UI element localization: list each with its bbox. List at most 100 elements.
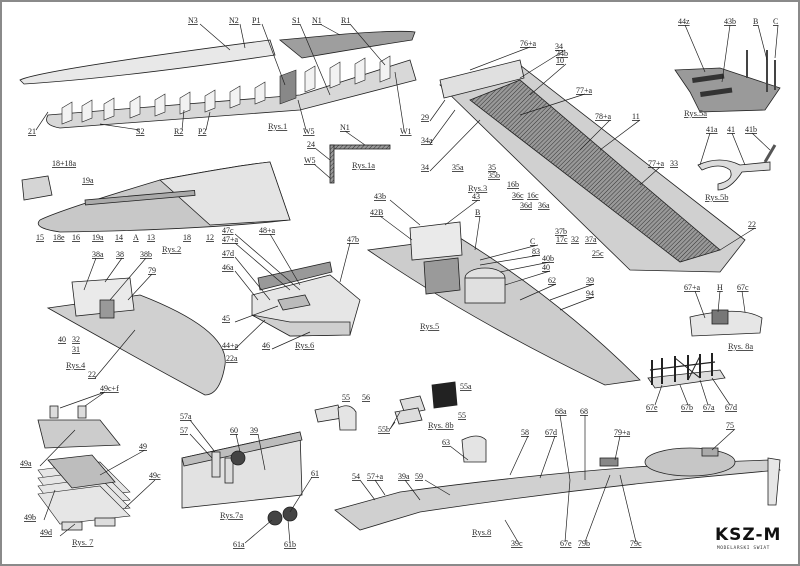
label: R2 bbox=[174, 127, 183, 136]
label: 67a bbox=[703, 403, 715, 412]
caption: Rys.6 bbox=[295, 340, 314, 350]
label: 63 bbox=[442, 438, 450, 447]
label: 40 bbox=[58, 335, 66, 344]
label: 41a bbox=[706, 125, 718, 134]
label: 61a bbox=[233, 540, 245, 549]
logo-mark: KSZ-M bbox=[715, 525, 781, 545]
figure-rys4: 38a 38 38b 79 40 32 31 22 22a Rys.4 bbox=[46, 250, 238, 396]
label: 43 bbox=[472, 192, 480, 201]
label: 45 bbox=[222, 314, 230, 323]
label: 67e bbox=[646, 403, 658, 412]
label: 29 bbox=[421, 113, 429, 122]
label: 49b bbox=[24, 513, 36, 522]
label: 13 bbox=[147, 233, 155, 242]
label: 78+a bbox=[595, 112, 612, 121]
label: 36a bbox=[538, 201, 550, 210]
label: 18 bbox=[183, 233, 191, 242]
label: N3 bbox=[188, 16, 198, 25]
label: 67d bbox=[545, 428, 557, 437]
label: 68 bbox=[580, 407, 588, 416]
label: 39a bbox=[398, 472, 410, 481]
label: 67d bbox=[725, 403, 737, 412]
figure-rys1: N3 N2 P1 S1 N1 R1 21 S2 R2 P2 W5 W1 Rys.… bbox=[19, 16, 417, 136]
label: 17c bbox=[556, 235, 568, 244]
caption: Rys.1 bbox=[268, 121, 287, 131]
label: 67c bbox=[737, 283, 749, 292]
label: 38a bbox=[92, 250, 104, 259]
label: 12 bbox=[206, 233, 214, 242]
label: 83 bbox=[532, 247, 540, 256]
label: N2 bbox=[229, 16, 239, 25]
label: 67b bbox=[681, 403, 693, 412]
label: 47d bbox=[222, 249, 234, 258]
label: 39c bbox=[511, 539, 523, 548]
figure-railing: 67e 67b 67a 67d bbox=[646, 353, 737, 412]
label: 54 bbox=[352, 472, 360, 481]
label: A bbox=[133, 233, 139, 242]
label: 16 bbox=[72, 233, 80, 242]
label: 43b bbox=[724, 17, 736, 26]
label: 37a bbox=[585, 235, 597, 244]
label: 19a bbox=[82, 176, 94, 185]
label: 48+a bbox=[259, 226, 276, 235]
label: 56 bbox=[362, 393, 370, 402]
logo-subtitle: MODELARSKI SWIAT bbox=[717, 545, 770, 551]
label: C bbox=[530, 237, 535, 246]
caption: Rys. 7 bbox=[72, 537, 93, 547]
figure-rys1a: N1 24 W5 Rys.1a bbox=[304, 123, 391, 184]
label: 61b bbox=[284, 540, 296, 549]
bulkheads bbox=[61, 55, 391, 125]
label: 22a bbox=[226, 354, 238, 363]
label: W5 bbox=[303, 127, 315, 136]
label: 22 bbox=[748, 220, 756, 229]
label: 18+18a bbox=[52, 159, 77, 168]
label: 57a bbox=[180, 412, 192, 421]
label: 41b bbox=[745, 125, 757, 134]
label: 67e bbox=[560, 539, 572, 548]
label: C bbox=[773, 17, 778, 26]
label: 67+a bbox=[684, 283, 701, 292]
label: 38b bbox=[140, 250, 152, 259]
label: 40 bbox=[542, 263, 550, 272]
label: 14 bbox=[115, 233, 123, 242]
caption: Rys.5b bbox=[705, 192, 729, 202]
label: B bbox=[753, 17, 758, 26]
label: 37b bbox=[555, 227, 567, 236]
label: 41 bbox=[727, 125, 735, 134]
label: 57 bbox=[180, 426, 188, 435]
label: 49 bbox=[139, 442, 147, 451]
label: 16b bbox=[507, 180, 519, 189]
caption: Rys.3 bbox=[468, 183, 487, 193]
label: 35 bbox=[488, 163, 496, 172]
figure-rys3: Rys.3 76+a 34 34b 10 77+a 29 34a 34 35a … bbox=[421, 39, 756, 273]
label: 46 bbox=[262, 341, 270, 350]
label: 33 bbox=[670, 159, 678, 168]
figure-rys8b: 55a 55 55b Rys. 8b bbox=[378, 381, 472, 434]
caption: Rys.5 bbox=[420, 321, 439, 331]
figure-rys8a: 67+a H 67c Rys. 8a bbox=[684, 283, 763, 351]
label: 55 bbox=[458, 411, 466, 420]
label: 77+a bbox=[648, 159, 665, 168]
label: 55 bbox=[342, 393, 350, 402]
label: 49c+f bbox=[100, 384, 119, 393]
figure-rys5: 43b 43 42B B C 83 40b 40 62 39 94 Rys.5 bbox=[366, 192, 641, 386]
label: 43b bbox=[374, 192, 386, 201]
caption: Rys. 8b bbox=[428, 420, 454, 430]
caption: Rys.8 bbox=[472, 527, 491, 537]
label: W5 bbox=[304, 156, 316, 165]
label: H bbox=[717, 283, 723, 292]
label: 46a bbox=[222, 263, 234, 272]
label: N1 bbox=[340, 123, 350, 132]
label: S1 bbox=[292, 16, 300, 25]
label: 15 bbox=[36, 233, 44, 242]
label: 79+a bbox=[614, 428, 631, 437]
label: 59 bbox=[415, 472, 423, 481]
figure-rys5a: 44z 43b B C Rys.5a bbox=[674, 17, 781, 118]
label: W1 bbox=[400, 127, 412, 136]
label: 22 bbox=[88, 370, 96, 379]
label: 58 bbox=[521, 428, 529, 437]
publisher-logo: KSZ-M MODELARSKI SWIAT bbox=[715, 525, 781, 551]
label: 34b bbox=[556, 49, 568, 58]
label: 44z bbox=[678, 17, 690, 26]
caption: Rys.1a bbox=[352, 160, 375, 170]
